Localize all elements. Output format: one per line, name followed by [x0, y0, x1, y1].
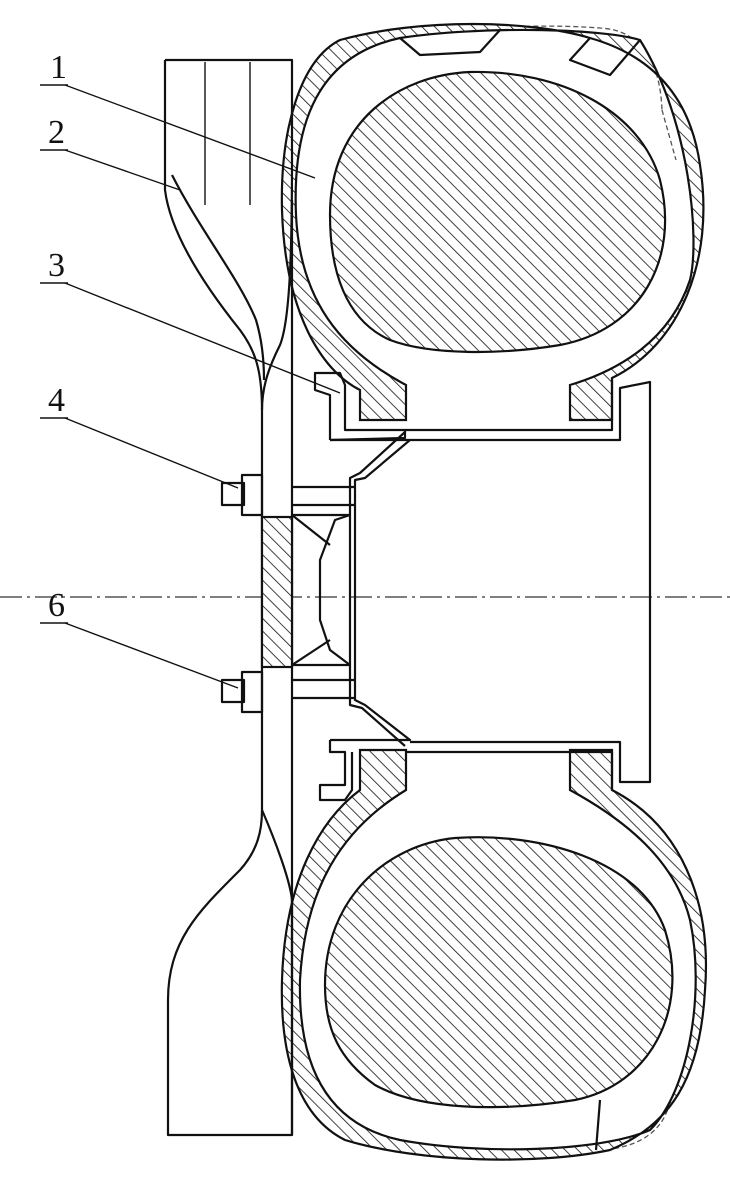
hub-plate [260, 200, 294, 1135]
leader-4 [64, 417, 239, 489]
leader-1 [64, 84, 316, 179]
label-4: 4 [48, 382, 65, 419]
lower-bolt [220, 670, 355, 714]
lower-tire [280, 748, 707, 1161]
frame-bracket [163, 58, 294, 1137]
leader-2 [64, 149, 181, 191]
leader-lines [40, 84, 341, 689]
label-6: 6 [48, 587, 65, 624]
label-3: 3 [48, 247, 65, 284]
upper-tire [280, 22, 705, 422]
label-1: 1 [50, 49, 67, 86]
leader-6 [64, 622, 239, 689]
upper-bolt [220, 473, 355, 517]
wheel-rim [291, 371, 652, 802]
leader-3 [64, 282, 341, 394]
label-2: 2 [48, 114, 65, 151]
